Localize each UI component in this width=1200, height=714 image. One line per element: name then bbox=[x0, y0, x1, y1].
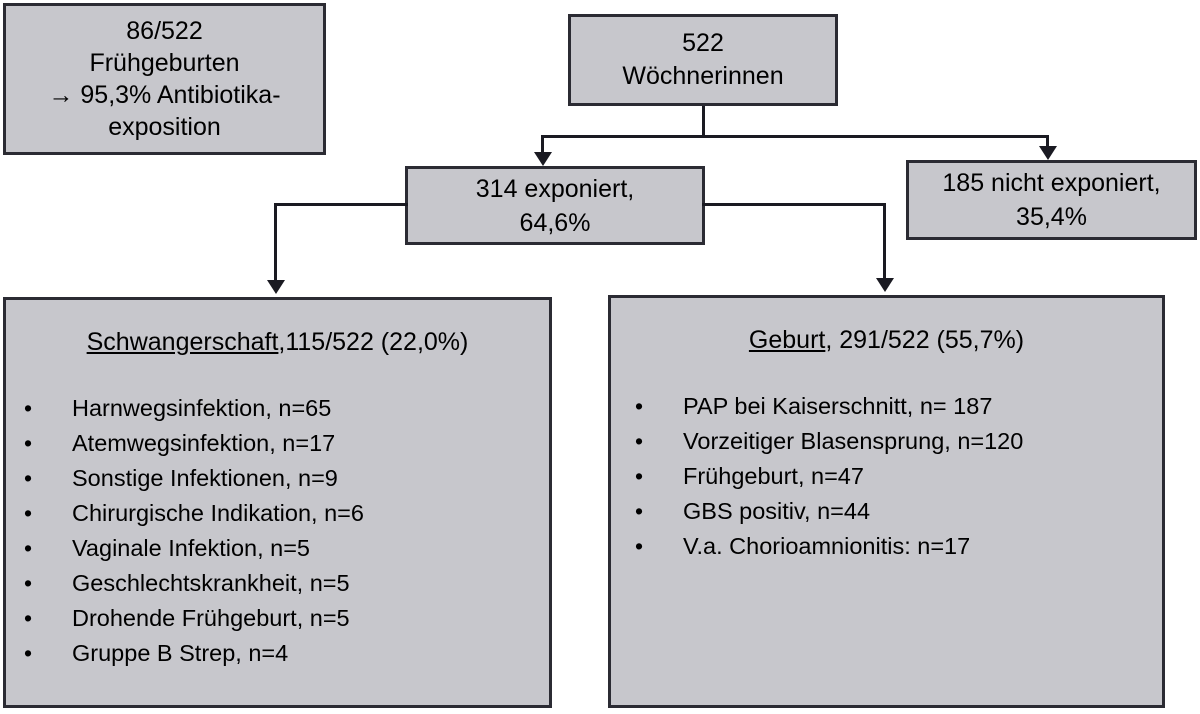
panel-pregnancy: Schwangerschaft,115/522 (22,0%) • Harnweg… bbox=[3, 297, 552, 708]
connector-root-stem bbox=[702, 106, 705, 138]
list-item: • V.a. Chorioamnionitis: n=17 bbox=[611, 529, 1162, 564]
list-item: • Frühgeburt, n=47 bbox=[611, 459, 1162, 494]
node-preterm-line-4: exposition bbox=[108, 113, 221, 141]
list-item-label: Vorzeitiger Blasensprung, n=120 bbox=[683, 428, 1024, 454]
list-item-label: Gruppe B Strep, n=4 bbox=[72, 640, 289, 666]
list-item-label: Drohende Frühgeburt, n=5 bbox=[72, 605, 350, 631]
panel-pregnancy-title-stats: ,115/522 (22,0%) bbox=[278, 328, 469, 356]
connector-exposed-to-birth bbox=[883, 203, 886, 279]
list-item: • Vorzeitiger Blasensprung, n=120 bbox=[611, 424, 1162, 459]
node-preterm-summary: 86/522 Frühgeburten → 95,3% Antibiotika-… bbox=[3, 3, 326, 155]
node-preterm-line-3: → 95,3% Antibiotika- bbox=[48, 81, 281, 109]
list-item: • Harnwegsinfektion, n=65 bbox=[6, 391, 549, 426]
list-item: • Chirurgische Indikation, n=6 bbox=[6, 496, 549, 531]
list-item-label: PAP bei Kaiserschnitt, n= 187 bbox=[683, 393, 993, 419]
bullet-icon: • bbox=[635, 498, 644, 524]
list-item: • Sonstige Infektionen, n=9 bbox=[6, 461, 549, 496]
list-item-label: Geschlechtskrankheit, n=5 bbox=[72, 570, 350, 596]
list-item-label: Chirurgische Indikation, n=6 bbox=[72, 500, 364, 526]
arrowhead-to-birth bbox=[876, 278, 894, 292]
panel-birth: Geburt, 291/522 (55,7%) • PAP bei Kaisers… bbox=[608, 295, 1165, 708]
panel-birth-title-stats: , 291/522 (55,7%) bbox=[825, 326, 1025, 354]
bullet-icon: • bbox=[24, 605, 33, 631]
panel-birth-title: Geburt, 291/522 (55,7%) bbox=[611, 326, 1162, 355]
bullet-icon: • bbox=[635, 463, 644, 489]
node-unexposed-line-2: 35,4% bbox=[1016, 203, 1087, 231]
list-item: • GBS positiv, n=44 bbox=[611, 494, 1162, 529]
connector-root-to-unexposed bbox=[1046, 135, 1049, 152]
connector-exposed-left-arm bbox=[274, 203, 408, 206]
list-item-label: Sonstige Infektionen, n=9 bbox=[72, 465, 338, 491]
panel-pregnancy-list: • Harnwegsinfektion, n=65 • Atemwegsinfekt… bbox=[6, 391, 549, 671]
list-item: • Atemwegsinfektion, n=17 bbox=[6, 426, 549, 461]
list-item-label: V.a. Chorioamnionitis: n=17 bbox=[683, 533, 971, 559]
arrowhead-to-exposed bbox=[534, 152, 552, 166]
bullet-icon: • bbox=[24, 640, 33, 666]
node-cohort-line-1: 522 bbox=[682, 29, 724, 57]
connector-root-split-bar bbox=[541, 135, 1049, 138]
panel-birth-title-keyword: Geburt bbox=[748, 326, 826, 354]
node-exposed-line-1: 314 exponiert, bbox=[475, 174, 635, 203]
node-preterm-line-1: 86/522 bbox=[126, 17, 203, 45]
arrowhead-to-pregnancy bbox=[267, 280, 285, 294]
list-item: • Geschlechtskrankheit, n=5 bbox=[6, 566, 549, 601]
connector-exposed-to-pregnancy bbox=[274, 203, 277, 281]
panel-pregnancy-title-keyword: Schwangerschaft bbox=[86, 328, 279, 356]
list-item: • Gruppe B Strep, n=4 bbox=[6, 636, 549, 671]
list-item-label: Frühgeburt, n=47 bbox=[683, 463, 864, 489]
list-item: • Drohende Frühgeburt, n=5 bbox=[6, 601, 549, 636]
node-cohort-line-2: Wöchnerinnen bbox=[622, 62, 784, 90]
bullet-icon: • bbox=[635, 533, 644, 559]
list-item-label: Harnwegsinfektion, n=65 bbox=[72, 395, 332, 421]
list-item: • PAP bei Kaiserschnitt, n= 187 bbox=[611, 389, 1162, 424]
bullet-icon: • bbox=[24, 500, 33, 526]
list-item-label: GBS positiv, n=44 bbox=[683, 498, 871, 524]
list-item-label: Vaginale Infektion, n=5 bbox=[72, 535, 311, 561]
bullet-icon: • bbox=[24, 570, 33, 596]
panel-pregnancy-title: Schwangerschaft,115/522 (22,0%) bbox=[6, 328, 549, 357]
panel-birth-list: • PAP bei Kaiserschnitt, n= 187 • Vorzeiti… bbox=[611, 389, 1162, 564]
node-unexposed: 185 nicht exponiert, 35,4% bbox=[906, 160, 1197, 240]
arrowhead-to-unexposed bbox=[1039, 146, 1057, 160]
bullet-icon: • bbox=[24, 535, 33, 561]
bullet-icon: • bbox=[635, 428, 644, 454]
bullet-icon: • bbox=[24, 465, 33, 491]
list-item-label: Atemwegsinfektion, n=17 bbox=[72, 430, 336, 456]
connector-root-to-exposed bbox=[541, 135, 544, 157]
node-cohort-total: 522 Wöchnerinnen bbox=[568, 14, 838, 106]
node-exposed-line-2: 64,6% bbox=[519, 208, 591, 237]
node-exposed: 314 exponiert, 64,6% bbox=[405, 166, 705, 245]
connector-exposed-right-arm bbox=[702, 203, 886, 206]
bullet-icon: • bbox=[24, 395, 33, 421]
bullet-icon: • bbox=[635, 393, 644, 419]
list-item: • Vaginale Infektion, n=5 bbox=[6, 531, 549, 566]
node-unexposed-line-1: 185 nicht exponiert, bbox=[942, 169, 1161, 197]
bullet-icon: • bbox=[24, 430, 33, 456]
node-preterm-line-2: Frühgeburten bbox=[89, 49, 240, 77]
